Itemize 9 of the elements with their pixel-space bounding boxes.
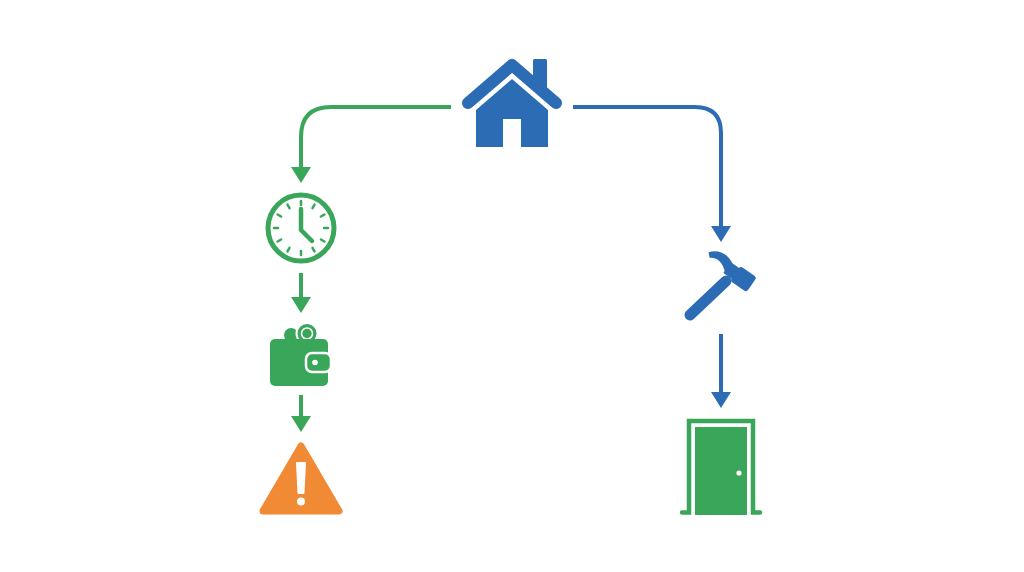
arrow (291, 273, 311, 313)
clock-icon (265, 192, 337, 264)
arrow (573, 105, 731, 242)
arrow (291, 395, 311, 432)
arrow (291, 105, 451, 183)
door-icon (681, 417, 761, 515)
wallet-icon (269, 322, 333, 386)
warning-icon (259, 441, 343, 516)
arrow (711, 334, 731, 408)
